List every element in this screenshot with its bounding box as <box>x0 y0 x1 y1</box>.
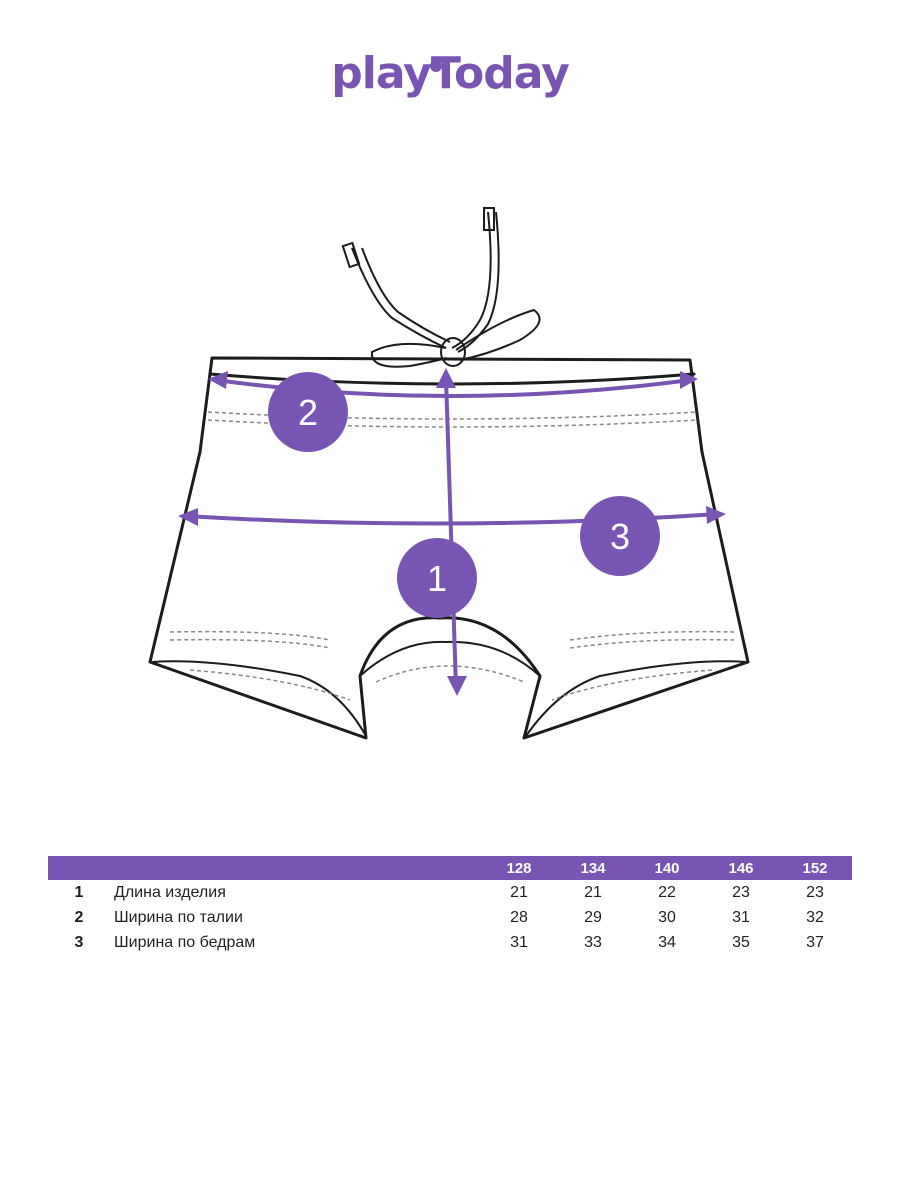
row-value: 33 <box>584 933 602 951</box>
hem-stitch-right-2 <box>569 638 735 649</box>
row-value: 31 <box>732 908 750 926</box>
size-table: 128 134 140 146 152 1 Длина изделия 21 2… <box>48 856 852 955</box>
row-value: 29 <box>584 908 602 926</box>
row-value: 23 <box>806 883 824 901</box>
size-header: 134 <box>580 859 606 877</box>
row-label: Ширина по талии <box>114 908 243 926</box>
drawstring-knot <box>440 337 466 367</box>
size-header: 146 <box>728 859 754 877</box>
row-value: 21 <box>510 883 528 901</box>
drawstring-right <box>451 211 492 349</box>
crotch-stitch <box>375 665 525 683</box>
row-value: 35 <box>732 933 750 951</box>
brand-logo-dot <box>430 60 442 72</box>
arrow-head-1-top <box>436 368 456 388</box>
row-number: 1 <box>74 883 84 901</box>
brand-logo: playToday <box>0 48 900 99</box>
row-label: Длина изделия <box>114 883 226 901</box>
table-row: 1 Длина изделия 21 21 22 23 23 <box>48 880 852 905</box>
marker-badge-3: 3 <box>580 496 660 576</box>
arrow-head-3-left <box>178 508 198 526</box>
bow-loop-left <box>370 342 447 368</box>
hem-stitch-right-1 <box>569 630 735 641</box>
row-value: 32 <box>806 908 824 926</box>
swim-trunks-drawing: 2 3 1 <box>148 207 750 740</box>
row-number: 2 <box>74 908 84 926</box>
row-value: 23 <box>732 883 750 901</box>
arrow-head-1-bottom <box>447 676 467 696</box>
row-value: 28 <box>510 908 528 926</box>
marker-label-2: 2 <box>298 392 318 433</box>
marker-badge-1: 1 <box>397 538 477 618</box>
leg-stitch-right <box>551 669 713 701</box>
brand-logo-text: playToday <box>331 48 570 99</box>
size-header: 128 <box>506 859 532 877</box>
row-value: 22 <box>658 883 676 901</box>
left-leg-inner <box>151 660 367 737</box>
table-row: 3 Ширина по бедрам 31 33 34 35 37 <box>48 930 852 955</box>
marker-label-1: 1 <box>427 558 447 599</box>
drawstring-left-inner <box>361 247 451 343</box>
hem-stitch-left-2 <box>169 638 331 649</box>
leg-stitch-left <box>189 669 351 701</box>
bow-loop-right <box>455 308 541 361</box>
row-value: 34 <box>658 933 676 951</box>
row-label: Ширина по бедрам <box>114 933 256 951</box>
row-value: 21 <box>584 883 602 901</box>
table-row: 2 Ширина по талии 28 29 30 31 32 <box>48 905 852 930</box>
size-header: 152 <box>802 859 828 877</box>
hem-stitch-left-1 <box>169 630 331 641</box>
arrow-head-3-right <box>706 506 726 524</box>
aglet-left <box>341 241 361 269</box>
row-number: 3 <box>74 933 84 951</box>
row-value: 31 <box>510 933 528 951</box>
size-header-row: 128 134 140 146 152 <box>48 856 852 880</box>
drawstring-left <box>351 247 447 349</box>
row-value: 37 <box>806 933 824 951</box>
aglet-right <box>483 207 495 231</box>
right-leg-inner <box>525 660 747 737</box>
marker-badge-2: 2 <box>268 372 348 452</box>
row-value: 30 <box>658 908 676 926</box>
arrow-head-2-right <box>680 371 698 389</box>
measure-line-1 <box>444 377 458 689</box>
size-header: 140 <box>654 859 680 877</box>
arrow-head-2-left <box>208 371 228 389</box>
drawstring-right-inner <box>457 211 500 353</box>
crotch-inner <box>359 640 541 677</box>
marker-label-3: 3 <box>610 516 630 557</box>
